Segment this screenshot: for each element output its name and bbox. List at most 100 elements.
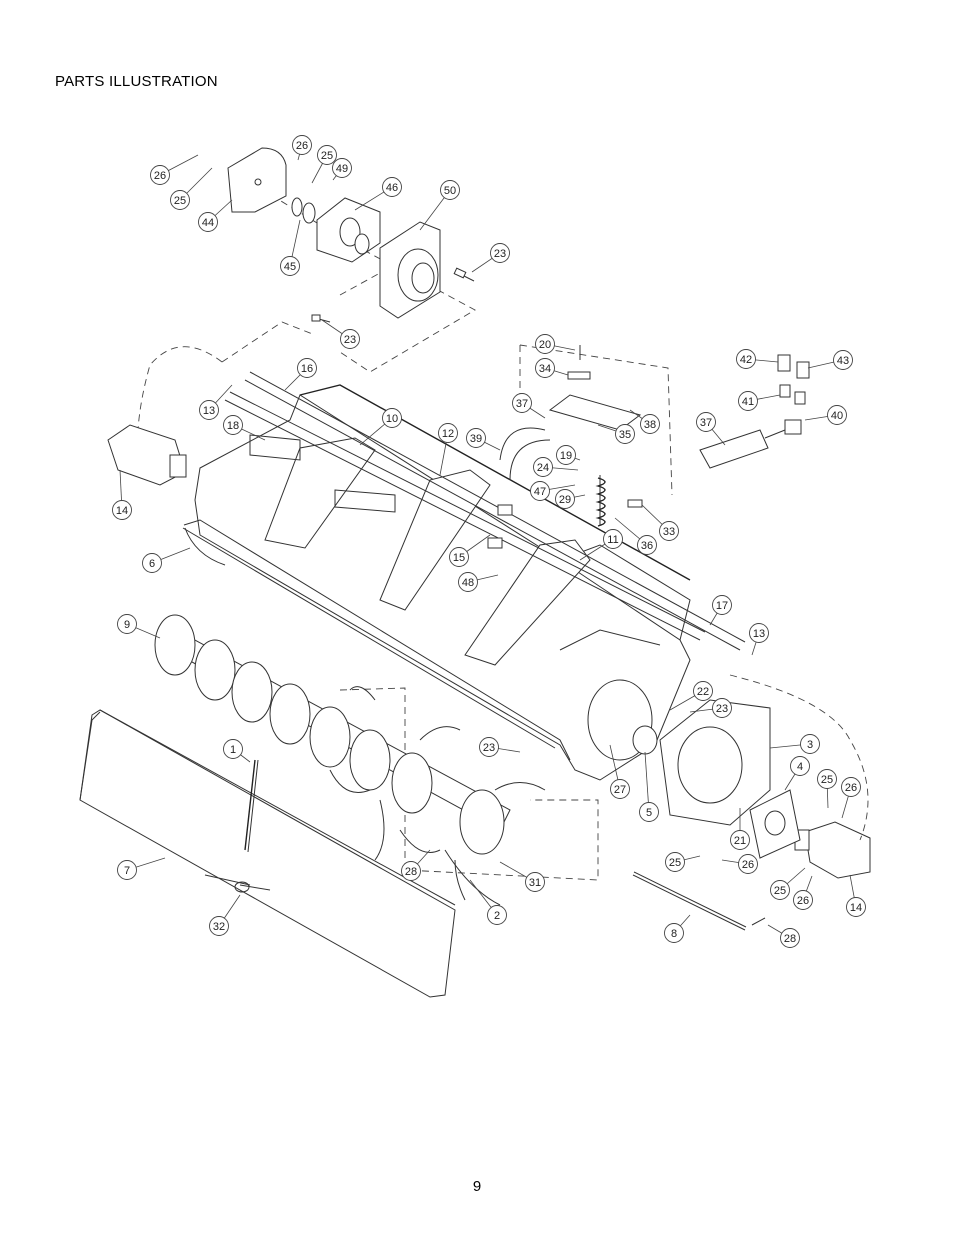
part-number-label: 11 xyxy=(607,534,618,546)
callout-bubble xyxy=(117,614,137,634)
callout-bubble xyxy=(292,135,312,155)
callout-bubble xyxy=(603,529,623,549)
part-number-label: 50 xyxy=(444,185,456,197)
callout-bubble xyxy=(533,457,553,477)
callout-bubble xyxy=(479,737,499,757)
part-number-label: 2 xyxy=(494,910,500,922)
callout-bubble xyxy=(639,802,659,822)
callout-bubble xyxy=(535,358,555,378)
part-45-bearing xyxy=(291,197,303,217)
callout-bubble xyxy=(664,923,684,943)
callout-bubble xyxy=(827,405,847,425)
callout-bubble xyxy=(150,165,170,185)
part-number-label: 26 xyxy=(742,859,754,871)
part-number-label: 48 xyxy=(462,577,474,589)
part-5-shaft-end xyxy=(632,725,658,755)
part-number-label: 45 xyxy=(284,261,296,273)
callout-bubble xyxy=(730,830,750,850)
part-number-label: 41 xyxy=(742,396,754,408)
callout-bubble xyxy=(770,880,790,900)
rotor-assembly xyxy=(154,614,599,906)
callout-bubble xyxy=(530,481,550,501)
part-number-label: 1 xyxy=(230,744,236,756)
callout-bubble xyxy=(170,190,190,210)
part-number-label: 25 xyxy=(821,774,833,786)
rod-assembly xyxy=(632,871,766,931)
callout-bubble xyxy=(487,905,507,925)
part-10-bracket xyxy=(264,437,376,549)
part-number-label: 39 xyxy=(470,433,482,445)
part-number-label: 38 xyxy=(644,419,656,431)
callout-bubble xyxy=(793,890,813,910)
part-number-label: 24 xyxy=(537,462,549,474)
part-number-label: 9 xyxy=(124,619,130,631)
callout-bubble xyxy=(438,423,458,443)
callout-bubble xyxy=(817,769,837,789)
part-number-label: 23 xyxy=(716,703,728,715)
part-number-label: 21 xyxy=(734,835,746,847)
tiller-housing xyxy=(137,321,746,781)
callout-bubble xyxy=(512,393,532,413)
callout-bubble xyxy=(332,158,352,178)
callout-bubble xyxy=(317,145,337,165)
callout-bubble xyxy=(712,595,732,615)
part-number-label: 25 xyxy=(321,150,333,162)
page-heading: PARTS ILLUSTRATION xyxy=(55,73,218,90)
part-number-label: 4 xyxy=(797,761,803,773)
callout-bubble xyxy=(790,756,810,776)
part-number-label: 14 xyxy=(850,902,862,914)
callout-bubble xyxy=(659,521,679,541)
part-number-label: 47 xyxy=(534,486,546,498)
part-number-label: 6 xyxy=(149,558,155,570)
callout-bubble xyxy=(490,243,510,263)
callout-bubble xyxy=(382,177,402,197)
part-number-label: 43 xyxy=(837,355,849,367)
callout-bubble xyxy=(556,445,576,465)
callout-bubble xyxy=(525,872,545,892)
part-number-label: 20 xyxy=(539,339,551,351)
callout-bubble xyxy=(833,350,853,370)
callout-bubble xyxy=(640,414,660,434)
part-number-label: 34 xyxy=(539,363,551,375)
callout-bubble xyxy=(223,739,243,759)
part-number-label: 35 xyxy=(619,429,631,441)
part-number-label: 28 xyxy=(405,866,417,878)
callout-bubble xyxy=(117,860,137,880)
part-number-label: 26 xyxy=(154,170,166,182)
callout-bubble xyxy=(738,391,758,411)
part-number-label: 25 xyxy=(669,857,681,869)
part-number-label: 23 xyxy=(344,334,356,346)
part-number-label: 33 xyxy=(663,526,675,538)
side-plate-assembly xyxy=(659,699,801,859)
callout-bubble xyxy=(382,408,402,428)
shield-assembly xyxy=(79,709,456,998)
callout-bubble xyxy=(780,928,800,948)
part-number-label: 36 xyxy=(641,540,653,552)
callout-bubble xyxy=(401,861,421,881)
callout-bubble xyxy=(665,852,685,872)
part-3-side-guard xyxy=(659,699,771,826)
part-14-motor-right xyxy=(804,821,871,879)
part-number-label: 44 xyxy=(202,217,214,229)
callout-bubble xyxy=(280,256,300,276)
part-number-label: 5 xyxy=(646,807,652,819)
part-number-label: 49 xyxy=(336,163,348,175)
callout-bubble xyxy=(142,553,162,573)
part-number-label: 37 xyxy=(516,398,528,410)
hydraulic-motors xyxy=(107,424,871,879)
part-number-label: 17 xyxy=(716,600,728,612)
part-number-label: 19 xyxy=(560,450,572,462)
part-number-label: 22 xyxy=(697,686,709,698)
callout-leader-line xyxy=(644,751,650,813)
part-46-bearing-housing xyxy=(316,197,381,263)
part-number-label: 40 xyxy=(831,410,843,422)
callout-bubble xyxy=(198,212,218,232)
part-number-label: 3 xyxy=(807,739,813,751)
part-1-chain xyxy=(244,759,256,851)
part-number-label: 13 xyxy=(753,628,765,640)
drive-flange-assembly xyxy=(227,147,476,373)
part-number-label: 29 xyxy=(559,494,571,506)
part-number-label: 16 xyxy=(301,363,313,375)
